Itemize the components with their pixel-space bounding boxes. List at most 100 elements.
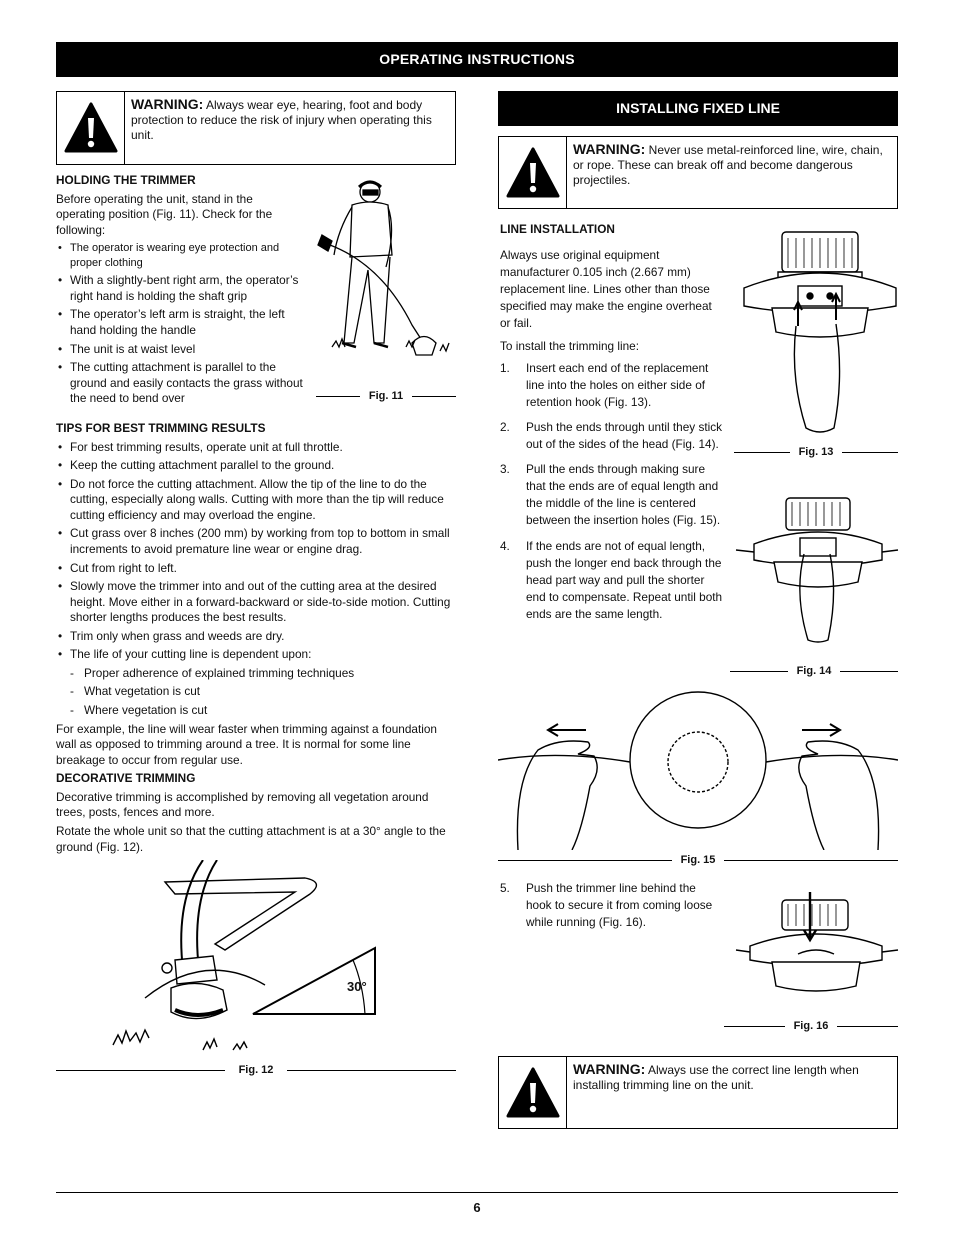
caption-rule <box>412 395 456 397</box>
caption-rule <box>724 859 898 861</box>
holding-intro: Before operating the unit, stand in the … <box>56 191 273 237</box>
installing-title: INSTALLING FIXED LINE <box>616 100 780 117</box>
list-item: With a slightly-bent right arm, the oper… <box>56 273 304 304</box>
step-text: Pull the ends through making sure that t… <box>526 462 721 528</box>
list-item: 3. Pull the ends through making sure that… <box>500 461 724 529</box>
list-item: Keep the cutting attachment parallel to … <box>56 458 460 474</box>
figure-14-caption: Fig. 14 <box>730 664 898 679</box>
warning-text: WARNING: Always wear eye, hearing, foot … <box>125 92 455 164</box>
tips-heading: TIPS FOR BEST TRIMMING RESULTS <box>56 421 266 435</box>
line-installation-section: LINE INSTALLATION Always use original eq… <box>500 221 724 631</box>
figure-16-caption: Fig. 16 <box>724 1019 898 1034</box>
line-installation-paragraph-2: To install the trimming line: <box>500 338 639 353</box>
decorative-heading: DECORATIVE TRIMMING <box>56 771 196 786</box>
step-number: 3. <box>500 462 510 477</box>
caption-rule <box>316 395 360 397</box>
caption-rule <box>730 670 788 672</box>
figure-13-trimmer-head-illustration <box>743 231 897 433</box>
caption-label: Fig. 13 <box>798 446 834 458</box>
steps-list: 5. Push the trimmer line behind the hook … <box>500 880 724 931</box>
warning-label: WARNING: <box>131 96 204 112</box>
holding-list: The operator is wearing eye protection a… <box>56 241 304 407</box>
list-item: 5. Push the trimmer line behind the hook … <box>500 880 724 931</box>
list-item: The unit is at waist level <box>56 342 304 358</box>
page-number: 6 <box>473 1200 481 1215</box>
page-title: OPERATING INSTRUCTIONS <box>379 51 575 68</box>
list-item: Slowly move the trimmer into and out of … <box>56 579 460 626</box>
caption-label: Fig. 14 <box>796 665 832 677</box>
caption-label: Fig. 11 <box>368 390 404 402</box>
caption-label: Fig. 15 <box>680 854 716 866</box>
list-item: The operator is wearing eye protection a… <box>56 241 304 270</box>
figure-11-operator-illustration <box>317 180 450 356</box>
warning-box-protection: WARNING: Always wear eye, hearing, foot … <box>56 91 456 165</box>
warning-box-line-material: WARNING: Never use metal-reinforced line… <box>498 136 898 209</box>
list-item: What vegetation is cut <box>56 684 460 700</box>
steps-list: 1. Insert each end of the replacement lin… <box>500 360 724 623</box>
step-number: 5. <box>500 881 510 895</box>
warning-label: WARNING: <box>573 141 646 157</box>
tips-section: TIPS FOR BEST TRIMMING RESULTS For best … <box>56 421 460 858</box>
list-item: For best trimming results, operate unit … <box>56 440 460 456</box>
warning-triangle-icon <box>506 1067 559 1117</box>
list-item: Do not force the cutting attachment. All… <box>56 477 460 524</box>
step-text: Push the trimmer line behind the hook to… <box>526 881 713 930</box>
section-banner: OPERATING INSTRUCTIONS <box>56 42 898 77</box>
step-text: Insert each end of the replacement line … <box>526 360 709 409</box>
step-text: Push the ends through until they stick o… <box>526 419 723 452</box>
list-item: 4.If the ends are not of equal length, p… <box>500 538 724 623</box>
warning-message: Never use metal-reinforced line, wire, c… <box>573 143 883 187</box>
figure-15-pulling-line-illustration <box>498 691 898 850</box>
decorative-paragraph-2: Rotate the whole unit so that the cuttin… <box>56 823 446 854</box>
figure-13-caption: Fig. 13 <box>734 445 898 460</box>
figure-11-caption: Fig. 11 <box>316 389 456 404</box>
list-item: The life of your cutting line is depende… <box>56 647 460 663</box>
step-number: 1. <box>500 360 510 375</box>
warning-icon-cell <box>499 1057 567 1128</box>
caption-rule <box>724 1025 785 1027</box>
warning-icon-cell <box>499 137 567 208</box>
figure-14-trimmer-head-illustration <box>735 497 899 643</box>
warning-text: WARNING: Never use metal-reinforced line… <box>567 137 897 208</box>
list-item: Trim only when grass and weeds are dry. <box>56 629 460 645</box>
warning-message: Always wear eye, hearing, foot and body … <box>131 98 432 142</box>
list-item: Where vegetation is cut <box>56 703 460 719</box>
caption-rule <box>498 859 672 861</box>
tips-outro: For example, the line will wear faster w… <box>56 721 437 767</box>
warning-triangle-icon <box>64 102 117 153</box>
list-item: 2. Push the ends through until they stick… <box>500 419 724 453</box>
caption-rule <box>840 670 898 672</box>
holding-heading: HOLDING THE TRIMMER <box>56 173 196 187</box>
angle-label: 30° <box>347 979 367 994</box>
caption-rule <box>287 1069 456 1071</box>
line-installation-paragraph-1: Always use original equipment manufactur… <box>500 248 712 331</box>
warning-box-line-length: WARNING: Always use the correct line len… <box>498 1056 898 1129</box>
footer-rule <box>56 1192 898 1193</box>
installing-section-bar: INSTALLING FIXED LINE <box>498 91 898 126</box>
step-number: 2. <box>500 419 510 434</box>
caption-rule <box>56 1069 225 1071</box>
list-item: The operator’s left arm is straight, the… <box>56 307 304 338</box>
caption-rule <box>837 1025 898 1027</box>
warning-icon-cell <box>57 92 125 164</box>
warning-text: WARNING: Always use the correct line len… <box>567 1057 897 1128</box>
warning-triangle-icon <box>506 147 559 197</box>
list-item: Cut from right to left. <box>56 561 460 577</box>
list-item: Proper adherence of explained trimming t… <box>56 666 460 682</box>
figure-16-trimmer-head-illustration <box>735 892 899 992</box>
warning-message: Always use the correct line length when … <box>573 1063 859 1093</box>
figure-12-caption: Fig. 12 <box>56 1063 456 1078</box>
step-5-section: 5. Push the trimmer line behind the hook … <box>500 880 724 939</box>
figure-12-decorative-trimming-illustration <box>112 860 376 1051</box>
caption-label: Fig. 12 <box>238 1064 274 1076</box>
list-item: 1. Insert each end of the replacement lin… <box>500 360 724 411</box>
line-installation-heading: LINE INSTALLATION <box>500 222 615 236</box>
caption-rule <box>734 451 790 453</box>
decorative-paragraph-1: Decorative trimming is accomplished by r… <box>56 789 429 820</box>
tips-sublist: Proper adherence of explained trimming t… <box>56 666 460 719</box>
tips-list: For best trimming results, operate unit … <box>56 440 460 663</box>
caption-rule <box>842 451 898 453</box>
holding-section: HOLDING THE TRIMMER Before operating the… <box>56 173 304 410</box>
step-text: If the ends are not of equal length, pus… <box>526 538 723 621</box>
caption-label: Fig. 16 <box>793 1020 829 1032</box>
